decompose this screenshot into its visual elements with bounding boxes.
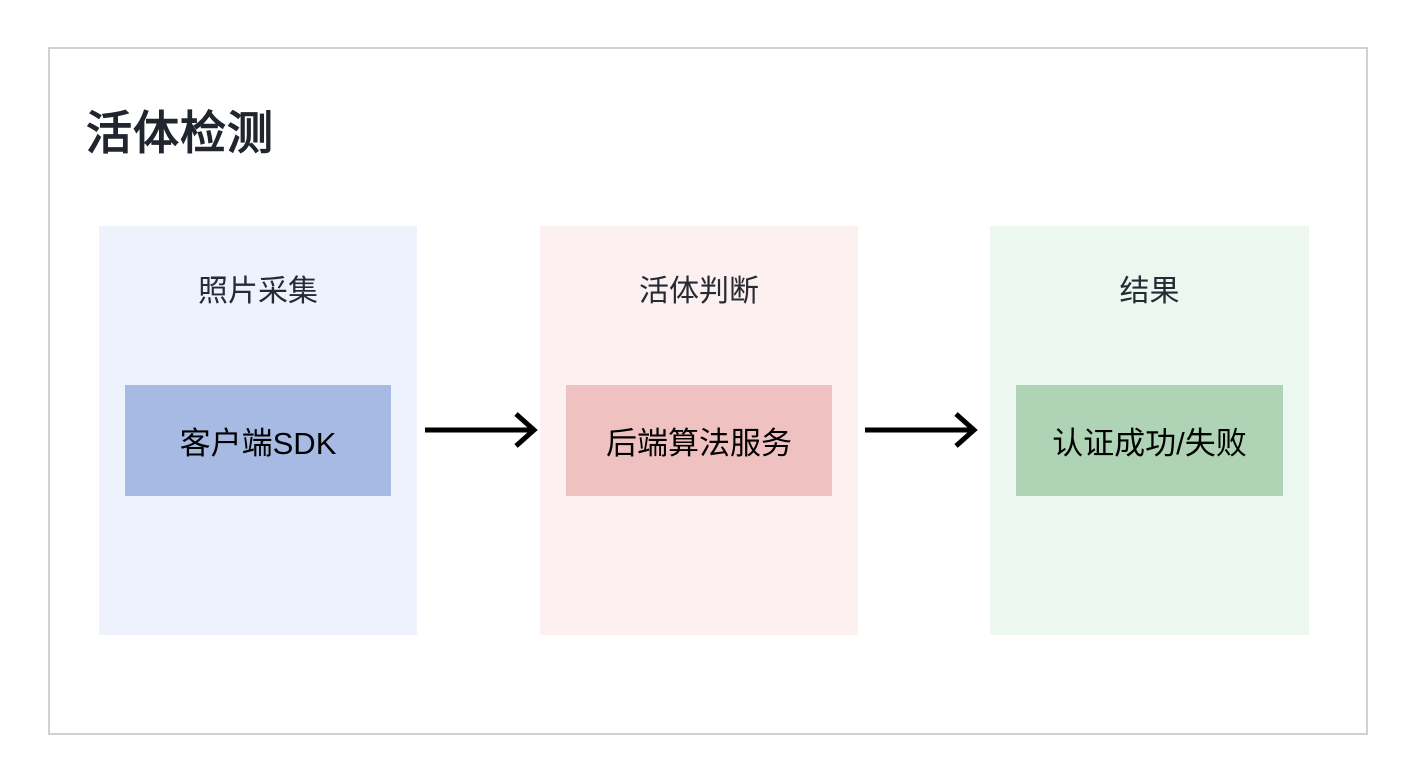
node-backend-algorithm-service: 后端算法服务 bbox=[566, 385, 832, 496]
arrow-right-icon bbox=[424, 408, 539, 452]
diagram-frame: 活体检测 照片采集 客户端SDK 活体判断 后端算法服务 结果 认证成功/失败 bbox=[48, 47, 1368, 735]
page-title: 活体检测 bbox=[86, 107, 274, 159]
stage-label-result: 结果 bbox=[1119, 275, 1180, 308]
stage-panel-photo-capture: 照片采集 客户端SDK bbox=[99, 226, 417, 635]
node-auth-success-failure: 认证成功/失败 bbox=[1016, 385, 1283, 496]
stage-panel-result: 结果 认证成功/失败 bbox=[990, 226, 1309, 635]
arrow-right-icon bbox=[864, 408, 979, 452]
stage-label-photo-capture: 照片采集 bbox=[198, 275, 318, 308]
node-client-sdk: 客户端SDK bbox=[125, 385, 391, 496]
stage-panel-liveness-judgment: 活体判断 后端算法服务 bbox=[540, 226, 858, 635]
stage-label-liveness-judgment: 活体判断 bbox=[639, 275, 759, 308]
